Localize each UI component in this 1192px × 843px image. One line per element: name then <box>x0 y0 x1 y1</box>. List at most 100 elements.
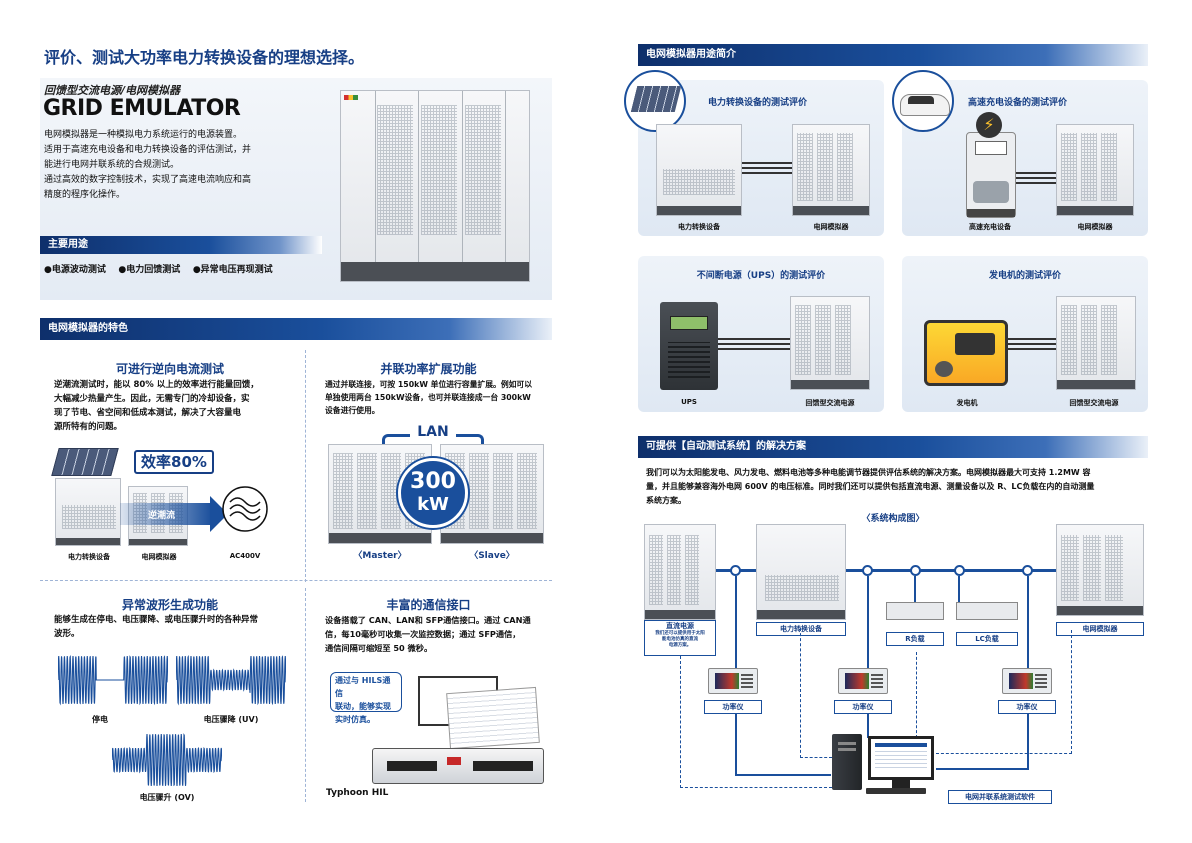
waveform-swell <box>112 733 222 787</box>
lightning-icon: ⚡ <box>976 112 1002 138</box>
f1-title: 可进行逆向电流测试 <box>115 362 224 376</box>
software-label: 电网并联系统测试软件 <box>948 790 1052 804</box>
signal-link-3 <box>1027 714 1029 770</box>
control-dashed-3 <box>936 630 1072 754</box>
signal-link-1 <box>735 714 737 776</box>
solar-panel-icon <box>51 448 119 476</box>
cap-converter: 电力转换设备 <box>68 553 110 561</box>
hero-cabinet <box>340 90 530 282</box>
feature-divider-v <box>305 350 306 582</box>
c4-cables <box>1008 336 1056 350</box>
power-unit: kW <box>417 494 449 515</box>
signal-link-1h <box>735 774 831 776</box>
ac-source-icon <box>222 486 268 532</box>
product-name: GRID EMULATOR <box>43 96 241 121</box>
apps-bar: 电网模拟器用途简介 <box>638 44 1148 66</box>
use-item: ●电力回馈测试 <box>118 265 181 275</box>
f4-line: 设备搭载了 CAN、LAN和 SFP通信接口。通过 CAN通 <box>325 615 531 625</box>
meter1-drop <box>735 576 737 668</box>
c1-cables <box>742 160 792 174</box>
c2-cap-b: 电网模拟器 <box>1077 223 1113 231</box>
meter1-label: 功率仪 <box>704 700 762 714</box>
f2-title: 并联功率扩展功能 <box>380 362 477 376</box>
c1-cap-b: 电网模拟器 <box>813 223 849 231</box>
intro-text: 电网模拟器是一种模拟电力系统运行的电源装置。 适用于高速充电设备和电力转换设备的… <box>44 128 251 203</box>
meter3 <box>1002 668 1052 694</box>
meter2-label: 功率仪 <box>834 700 892 714</box>
feature-divider-h <box>40 580 552 581</box>
c3-cap-a: UPS <box>681 398 697 406</box>
intro-line: 电网模拟器是一种模拟电力系统运行的电源装置。 <box>44 130 243 140</box>
intro-line: 精度的程序化操作。 <box>44 190 126 200</box>
efficiency-box: 效率80% <box>134 450 214 474</box>
c1-converter <box>656 124 742 216</box>
f3-title: 异常波形生成功能 <box>121 598 218 612</box>
meter2 <box>838 668 888 694</box>
lc-load-device <box>956 602 1018 620</box>
wave-label-swell: 电压骤升 (OV) <box>139 793 195 802</box>
meter1 <box>708 668 758 694</box>
pc-monitor <box>868 736 934 780</box>
waveform-outage <box>58 655 168 706</box>
bus-node-3 <box>910 565 921 576</box>
bubble-line: 通过与 HILS通信 <box>335 676 391 698</box>
signal-link-3h <box>936 768 1028 770</box>
lan-label: LAN <box>410 424 456 440</box>
uses-bar: 主要用途 <box>40 236 322 254</box>
control-dashed-2 <box>800 628 832 758</box>
dc-source-cabinet <box>644 524 716 620</box>
solution-line: 系统方案。 <box>646 496 686 505</box>
dc-note-line: 电源方案。 <box>668 643 692 648</box>
uses-list: ●电源波动测试 ●电力回馈测试 ●异常电压再现测试 <box>44 262 273 275</box>
wave-label-outage: 停电 <box>92 715 108 724</box>
signal-link-2 <box>867 714 869 738</box>
c3-cap-b: 回馈型交流电源 <box>805 399 855 407</box>
diag-converter-cabinet <box>756 524 846 620</box>
bus-node-1 <box>730 565 741 576</box>
solution-text: 我们可以为太阳能发电、风力发电、燃料电池等多种电能调节器提供评估系统的解决方案。… <box>646 466 1146 508</box>
status-lamps <box>344 95 358 100</box>
f3-text: 能够生成在停电、电压骤降、或电压骤升时的各种异常 波形。 <box>54 613 258 641</box>
subtitle: 回馈型交流电源/电网模拟器 <box>44 84 181 97</box>
headline: 评价、测试大功率电力转换设备的理想选择。 <box>44 48 365 67</box>
cap-emulator: 电网模拟器 <box>141 553 177 561</box>
c1-emulator <box>792 124 870 216</box>
slave-label: 〈Slave〉 <box>469 551 515 561</box>
c3-title: 不间断电源（UPS）的测试评价 <box>696 271 826 281</box>
f2-line: 通过并联连接，可按 150kW 单位进行容量扩展。例如可以 <box>325 380 533 389</box>
pc-keyboard <box>866 788 926 794</box>
f4-text: 设备搭载了 CAN、LAN和 SFP通信接口。通过 CAN通 信，每10毫秒可收… <box>325 613 531 655</box>
master-label: 〈Master〉 <box>353 551 407 561</box>
f2-text: 通过并联连接，可按 150kW 单位进行容量扩展。例如可以 单独使用两台 150… <box>325 378 532 417</box>
hil-bubble: 通过与 HILS通信 联动，能够实现 实时仿真。 <box>330 672 402 724</box>
features-bar: 电网模拟器的特色 <box>40 318 552 340</box>
c3-cables <box>718 336 790 350</box>
c2-cables <box>1016 170 1056 184</box>
wave-label-sag: 电压骤降 (UV) <box>203 715 259 724</box>
meter2-drop <box>867 576 869 668</box>
intro-line: 通过高效的数字控制技术，实现了高速电流响应和高 <box>44 175 252 185</box>
dc-note-line: 我们还可以提供用于太阳 <box>655 631 705 636</box>
solution-line: 我们可以为太阳能发电、风力发电、燃料电池等多种电能调节器提供评估系统的解决方案。… <box>646 468 1091 477</box>
use-item: ●电源波动测试 <box>44 265 106 275</box>
dc-label-box: 直流电源 我们还可以提供用于太阳 能电池仿真的直流 电源方案。 <box>644 620 716 656</box>
f1-line: 逆潮流测试时，能以 80% 以上的效率进行能量回馈， <box>54 380 259 390</box>
c2-emulator <box>1056 124 1134 216</box>
meter3-label: 功率仪 <box>998 700 1056 714</box>
dc-note: 我们还可以提供用于太阳 能电池仿真的直流 电源方案。 <box>645 631 715 649</box>
c4-title: 发电机的测试评价 <box>988 271 1061 281</box>
c3-emulator <box>790 296 870 390</box>
dc-title: 直流电源 <box>666 622 694 630</box>
f1-text: 逆潮流测试时，能以 80% 以上的效率进行能量回馈， 大幅减少热量产生。因此，无… <box>54 378 259 434</box>
f1-line: 大幅减少热量产生。因此，无需专门的冷却设备，实 <box>54 394 250 404</box>
c2-cap-a: 高速充电设备 <box>969 223 1011 231</box>
c2-charger <box>966 132 1016 218</box>
flow-arrow <box>120 503 212 525</box>
bus-node-4 <box>954 565 965 576</box>
f3-line: 波形。 <box>54 629 80 639</box>
c4-cap-b: 回馈型交流电源 <box>1069 399 1119 407</box>
document-stack <box>446 686 540 750</box>
power-number: 300 <box>410 469 456 494</box>
r-load-drop <box>914 576 916 602</box>
r-load-device <box>886 602 944 620</box>
